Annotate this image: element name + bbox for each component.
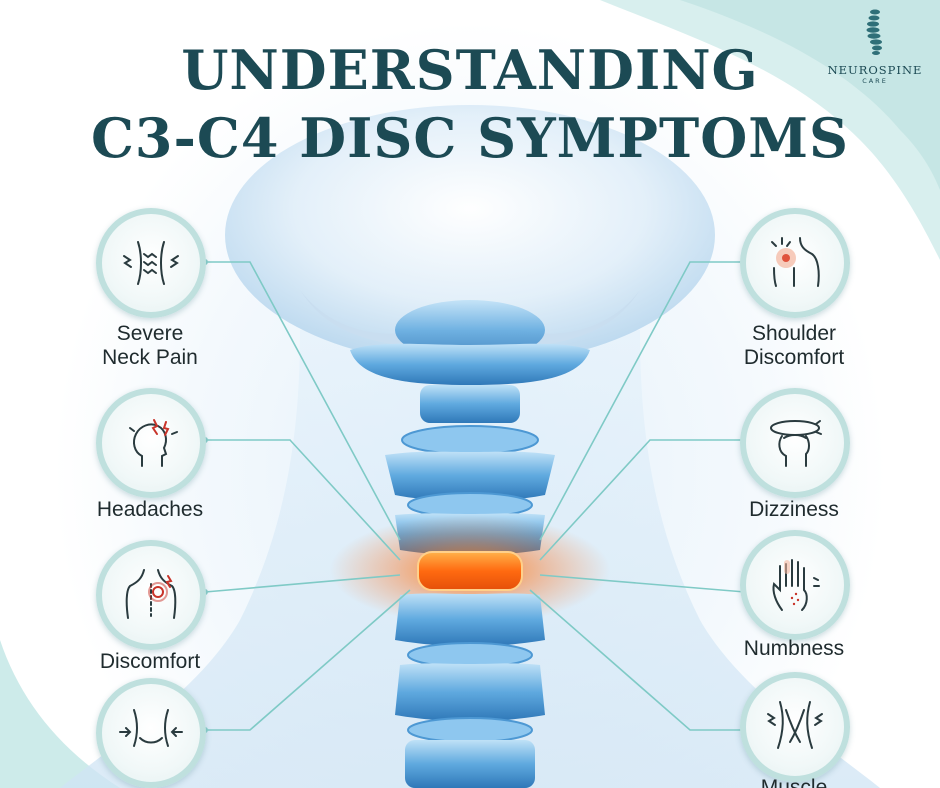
title-line-2: C3-C4 DISC SYMPTOMS bbox=[90, 106, 850, 170]
symptom-label-numbness: Numbness bbox=[684, 637, 904, 661]
symptom-label-discomfort: Discomfort bbox=[40, 650, 260, 674]
symptom-label-muscle: Muscle bbox=[684, 776, 904, 788]
hand-numbness-icon bbox=[772, 559, 820, 611]
symptom-label-shoulder: Shoulder Discomfort bbox=[684, 322, 904, 370]
symptom-label-neck-pain: Severe Neck Pain bbox=[40, 322, 260, 370]
label-line-1: Headaches bbox=[96, 498, 204, 521]
brand-subtitle: CARE bbox=[862, 77, 888, 85]
symptom-discomfort bbox=[96, 540, 206, 650]
label-line-1: Dizziness bbox=[749, 498, 839, 521]
c3-c4-disc bbox=[417, 551, 523, 591]
neck-stiffness-icon bbox=[119, 709, 183, 747]
brand-logo: NEUROSPINE CARE bbox=[820, 8, 930, 98]
label-line-1: Numbness bbox=[743, 637, 845, 660]
muscle-spasm-icon bbox=[767, 701, 823, 749]
symptom-muscle bbox=[740, 672, 850, 782]
label-line-1: Shoulder bbox=[751, 322, 837, 345]
symptom-headaches bbox=[96, 388, 206, 498]
headache-icon bbox=[129, 419, 178, 467]
label-line-1: Muscle bbox=[760, 776, 828, 788]
symptom-dizziness bbox=[740, 388, 850, 498]
dizziness-icon bbox=[770, 420, 822, 467]
symptom-neck-pain bbox=[96, 208, 206, 318]
spine-logo-icon bbox=[866, 9, 882, 55]
connector-lines bbox=[204, 261, 746, 731]
symptom-label-headaches: Headaches bbox=[40, 498, 260, 522]
label-line-1: Severe bbox=[116, 322, 184, 345]
symptom-numbness bbox=[740, 530, 850, 640]
symptom-shoulder-discomfort bbox=[740, 208, 850, 318]
neck-pain-icon bbox=[123, 241, 179, 285]
label-line-1: Discomfort bbox=[99, 650, 201, 673]
brand-name: NEUROSPINE bbox=[827, 63, 923, 77]
label-line-2: Neck Pain bbox=[102, 346, 198, 369]
bottom-left-swoosh bbox=[0, 640, 120, 788]
title-line-1: UNDERSTANDING bbox=[181, 38, 759, 102]
symptom-neck-stiffness bbox=[96, 678, 206, 788]
upper-back-pain-icon bbox=[125, 569, 177, 619]
symptom-label-dizziness: Dizziness bbox=[684, 498, 904, 522]
shoulder-pain-icon bbox=[771, 237, 820, 287]
label-line-2: Discomfort bbox=[743, 346, 845, 369]
